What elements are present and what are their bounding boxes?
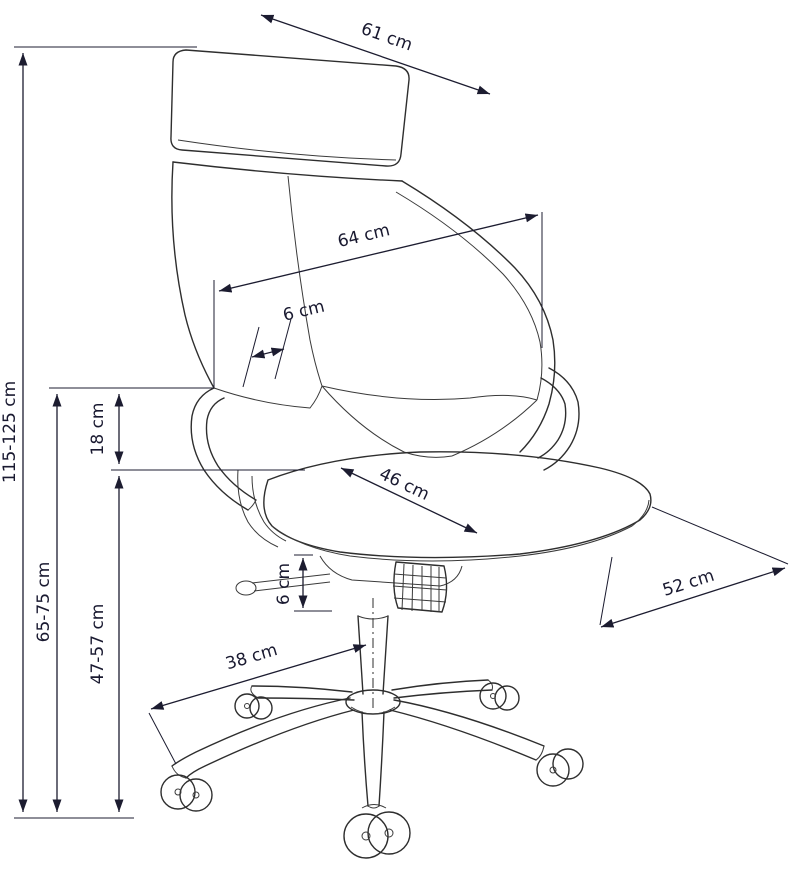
dimension-seat-width: 46 cm: [340, 464, 478, 534]
caster-far-left: [160, 774, 213, 812]
dim-label-headrest-width: 61 cm: [358, 19, 415, 56]
dimension-headrest-width: 61 cm: [260, 14, 491, 95]
dim-label-base-arm: 38 cm: [223, 640, 279, 674]
dim-label-seat-clearance: 6 cm: [274, 563, 294, 605]
dim-label-seat-depth: 52 cm: [660, 566, 717, 601]
dim-label-backrest-width: 64 cm: [336, 220, 392, 252]
caster-wheels: [160, 682, 584, 859]
dimension-total-height: 115-125 cm: [0, 46, 197, 819]
dim-label-backrest-edge: 6 cm: [281, 296, 327, 325]
dimension-seat-height: 47-57 cm: [88, 476, 124, 812]
dim-label-total-height: 115-125 cm: [0, 381, 20, 483]
dimension-seat-depth: 52 cm: [599, 506, 789, 628]
left-armrest-outline: [190, 387, 287, 548]
headrest-outline: [170, 49, 410, 167]
caster-back-right: [479, 682, 520, 711]
gas-lift-knob: [392, 561, 448, 613]
dim-label-backrest-to-seat: 18 cm: [88, 403, 108, 456]
dimension-seat-clearance: 6 cm: [274, 554, 332, 612]
dim-label-seat-height: 47-57 cm: [88, 604, 108, 685]
seat-outline: [263, 451, 652, 562]
dimension-backrest-width: 64 cm: [213, 212, 543, 388]
tilt-lever-handle: [235, 580, 257, 596]
right-armrest-outline: [537, 367, 580, 471]
seat-mechanism: [235, 555, 463, 712]
base-outline: [171, 679, 545, 809]
chair-illustration: [160, 49, 652, 859]
dimension-backrest-to-seat: 18 cm: [88, 394, 305, 471]
caster-front: [343, 804, 411, 859]
dimension-backrest-edge: 6 cm: [242, 296, 327, 388]
caster-far-right: [536, 748, 584, 787]
dim-label-armrest-height: 65-75 cm: [34, 562, 54, 643]
dimension-armrest-height: 65-75 cm: [34, 387, 213, 812]
backrest-outline: [171, 161, 556, 458]
caster-back-left: [234, 693, 273, 720]
